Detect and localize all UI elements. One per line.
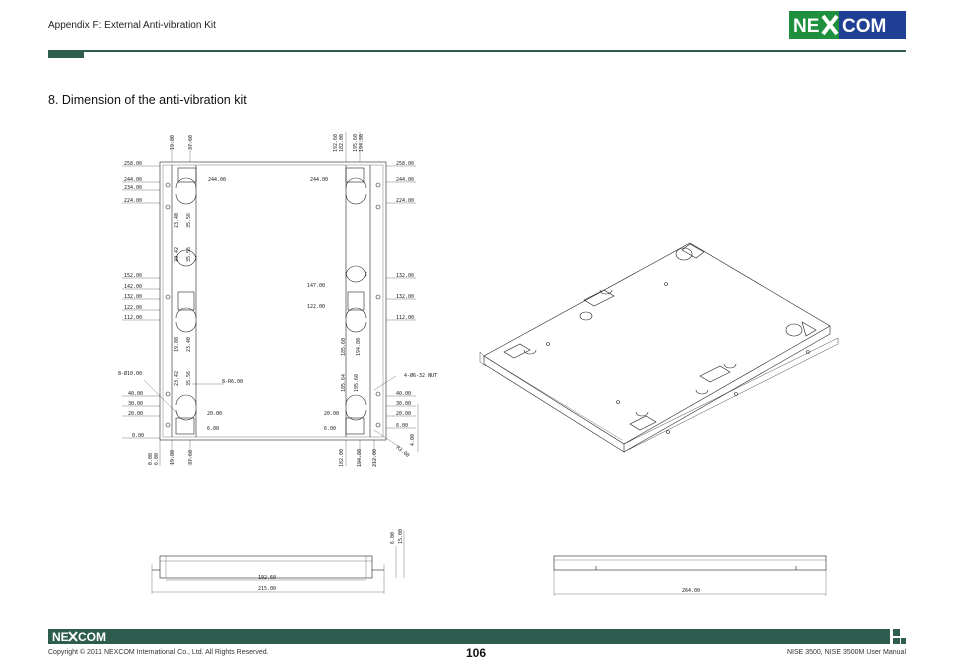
footer-square [893,629,900,636]
dim-side-v1: 6.00 [390,532,396,544]
dim-side-outer: 215.00 [258,586,276,592]
dim-right-y-label: 224.00 [396,198,414,204]
dim-right-y-label: 6.00 [396,423,408,429]
view-dimension-labels: 192.60 215.00 6.00 15.00 264.00 [258,529,700,594]
dim-left-bottom: 6.00 [154,453,160,465]
dim-right-edge: 4.00 [410,434,416,446]
dim-left-bottom: 37.60 [188,450,194,465]
dim-inner: 244.00 [208,177,226,183]
dim-right-y-label: 258.00 [396,161,414,167]
dim-left-y-label: 132.00 [124,294,142,300]
page-number: 106 [466,646,487,660]
dim-inner: 244.00 [310,177,328,183]
dim-inner: 147.00 [307,283,325,289]
dim-inner: 20.00 [207,411,222,417]
dim-left-top: 37.60 [188,135,194,150]
dim-right-y-label: 132.00 [396,273,414,279]
dim-left-vert: 23.40 [186,337,192,352]
footer-square [893,638,900,644]
dim-right-top: 182.00 [339,134,345,152]
dim-right-y-label: 132.00 [396,294,414,300]
svg-text:NE: NE [52,630,69,643]
dim-right-bottom: 182.00 [339,449,345,467]
dim-inner: 122.00 [307,304,325,310]
dim-right-y-label: 112.00 [396,315,414,321]
dim-right-vert: 194.80 [356,338,362,356]
dim-left-bottom: 19.80 [170,450,176,465]
dim-right-y-label: 244.00 [396,177,414,183]
dim-left-y-label: 244.00 [124,177,142,183]
dim-left-y-label: 20.00 [128,411,143,417]
dim-right-bottom: 194.80 [357,449,363,467]
dim-inner: 6.00 [324,426,336,432]
header-rule [48,50,906,52]
dim-right-y-label: 30.00 [396,401,411,407]
dim-right-bottom: 212.00 [372,449,378,467]
callout-radius: 8-R6.00 [222,379,243,385]
dim-left-y-label: 0.00 [132,433,144,439]
dim-left-y-label: 152.00 [124,273,142,279]
dim-left-vert: 19.80 [174,337,180,352]
callout-nut: 4-Ø6-32 NUT [404,372,437,379]
dim-left-y-label: 40.00 [128,391,143,397]
right-dimension-labels: 192.60 182.00 195.60 194.80 258.00 244.0… [333,134,416,467]
svg-text:NE: NE [793,16,819,37]
copyright-text: Copyright © 2011 NEXCOM International Co… [48,649,269,656]
dim-left-y-label: 30.00 [128,401,143,407]
footer-square [901,638,906,644]
callout-hole: 8-Ø10.00 [118,370,142,377]
footer-nexcom-logo: NE COM [52,630,106,643]
dim-right-vert: 185.64 [341,374,347,392]
dim-right-vert: 185.60 [341,338,347,356]
dim-left-y-label: 142.00 [124,284,142,290]
header-text: Appendix F: External Anti-vibration Kit [48,20,216,31]
dim-end: 264.00 [682,588,700,594]
dim-right-y-label: 40.00 [396,391,411,397]
left-dimension-labels: 258.00 244.00 234.00 224.00 152.00 142.0… [118,135,437,465]
dim-left-vert: 23.42 [174,247,180,262]
dim-inner: 6.00 [207,426,219,432]
svg-text:COM: COM [78,630,106,643]
dim-side-inner: 192.60 [258,575,276,581]
dim-right-vert: 195.60 [354,374,360,392]
dim-left-top: 19.80 [170,135,176,150]
dim-left-y-label: 258.00 [124,161,142,167]
dim-right-top: 192.60 [333,134,339,152]
dim-right-top: 194.80 [359,134,365,152]
svg-text:COM: COM [842,16,886,37]
dim-left-y-label: 224.00 [124,198,142,204]
dim-left-vert: 23.40 [174,213,180,228]
dim-left-y-label: 112.00 [124,315,142,321]
header-accent-block [48,50,84,58]
dim-right-top: 195.60 [353,134,359,152]
nexcom-logo: NE COM [789,11,906,39]
dim-right-edge: R3.00 [395,445,411,459]
footer-bar [48,629,890,644]
dim-left-vert: 35.56 [186,371,192,386]
dim-left-vert: 35.56 [186,247,192,262]
dim-left-y-label: 234.00 [124,185,142,191]
dim-left-bottom: 0.00 [148,453,154,465]
dim-side-v2: 15.00 [398,529,404,544]
manual-title: NISE 3500, NISE 3500M User Manual [786,649,906,656]
dim-left-vert: 23.42 [174,371,180,386]
dim-inner: 20.00 [324,411,339,417]
section-title: 8. Dimension of the anti-vibration kit [48,93,247,107]
dim-left-y-label: 122.00 [124,305,142,311]
dim-right-y-label: 20.00 [396,411,411,417]
dim-left-vert: 35.56 [186,213,192,228]
